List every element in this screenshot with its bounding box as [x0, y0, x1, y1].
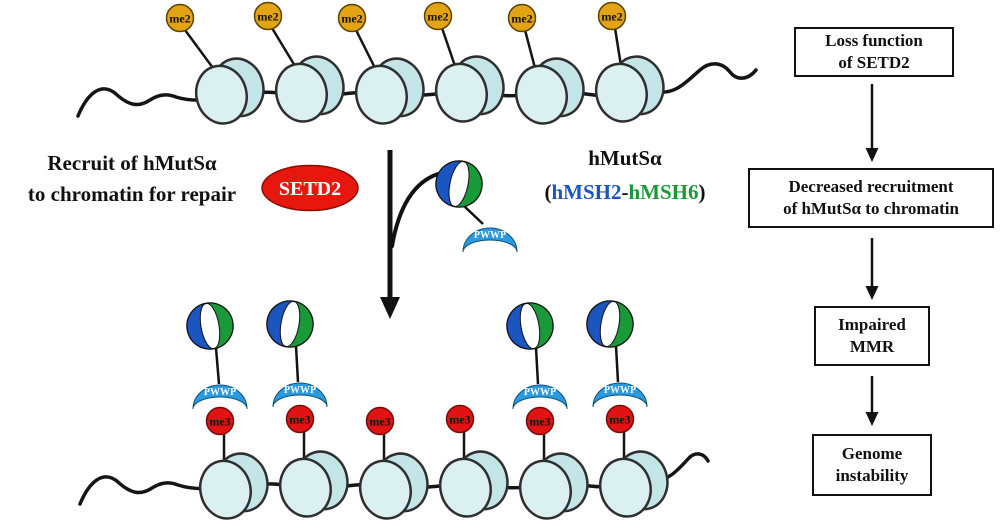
flowchart-box-impaired-mmr: Impaired MMR	[814, 306, 930, 366]
histone-tail	[183, 29, 215, 69]
me3-label: me3	[449, 413, 470, 427]
complex-linker	[214, 347, 221, 385]
nucleosome	[188, 51, 272, 131]
nucleosome	[192, 446, 276, 521]
pwwp-label: PWWP	[204, 387, 236, 398]
me3-label: me3	[209, 415, 230, 429]
hmutsa-sphere	[430, 155, 488, 213]
flowchart-box-line: Genome	[841, 443, 903, 463]
flowchart-box-line: Impaired	[838, 314, 906, 334]
nucleosome	[428, 49, 512, 129]
pwwp-label: PWWP	[604, 385, 636, 396]
recruit-caption-line2: to chromatin for repair	[27, 182, 237, 206]
flowchart-box-decreased-recruitment: Decreased recruitment of hMutSα to chrom…	[748, 168, 994, 228]
flowchart-box-genome-instability: Genome instability	[812, 434, 932, 496]
recruit-caption-line1: Recruit of hMutSα	[47, 151, 217, 175]
flowchart-box-line: MMR	[849, 337, 895, 356]
flowchart-box-line: of hMutSα to chromatin	[783, 199, 959, 218]
flowchart-box-line: of SETD2	[838, 53, 910, 72]
bound-hmutsa-complex: PWWP	[582, 296, 648, 408]
hmutsa-sphere	[262, 296, 318, 352]
paren-close: )	[698, 180, 706, 204]
bound-hmutsa-complex: PWWP	[182, 298, 248, 410]
bound-hmutsa-complex: PWWP	[262, 296, 328, 408]
recruit-caption: Recruit of hMutSα to chromatin for repai…	[4, 148, 260, 210]
complex-linker	[294, 345, 300, 383]
me3-label: me3	[289, 413, 310, 427]
me2-tails	[183, 27, 623, 69]
hmsh2-label: hMSH2	[551, 180, 622, 204]
flowchart-box-loss-setd2: Loss function of SETD2	[794, 27, 954, 77]
pwwp-label: PWWP	[524, 387, 556, 398]
nucleosome	[272, 444, 356, 521]
nucleosome	[588, 49, 672, 129]
nucleosome	[508, 51, 592, 131]
me2-label: me2	[169, 12, 190, 26]
nucleosome	[348, 51, 432, 131]
me3-label: me3	[609, 413, 630, 427]
hmutsa-sphere	[502, 298, 558, 354]
hmutsa-subunits-label: (hMSH2-hMSH6)	[518, 180, 732, 205]
dna-strand-top	[76, 62, 758, 118]
me2-label: me2	[601, 10, 622, 24]
dash: -	[621, 180, 629, 204]
pwwp-label: PWWP	[474, 230, 506, 241]
nucleosome	[432, 444, 516, 521]
me3-label: me3	[529, 415, 550, 429]
bound-hmutsa-complex: PWWP	[502, 298, 568, 410]
flowchart-box-line: Decreased recruitment	[788, 176, 954, 196]
setd2-ellipse	[261, 164, 359, 212]
histone-tail	[354, 29, 377, 69]
histone-tail	[270, 27, 297, 67]
me2-label: me2	[511, 12, 532, 26]
nucleosome	[352, 446, 436, 521]
flowchart-box-line: instability	[835, 466, 909, 485]
complex-linker	[534, 347, 540, 385]
setd2-label: SETD2	[279, 178, 341, 200]
histone-tail	[613, 27, 623, 67]
histone-tail	[523, 29, 537, 69]
flowchart-box-line: Loss function	[825, 30, 923, 50]
nucleosome	[268, 49, 352, 129]
paren-open: (	[544, 180, 552, 204]
me3-tails	[222, 430, 626, 462]
me2-label: me2	[257, 10, 278, 24]
me3-label: me3	[369, 415, 390, 429]
recruitment-curve	[390, 172, 440, 248]
me2-label: me2	[341, 12, 362, 26]
complex-linker	[463, 205, 484, 225]
pwwp-label: PWWP	[284, 385, 316, 396]
complex-linker	[614, 345, 620, 383]
nucleosome	[592, 444, 676, 521]
nucleosome	[512, 446, 596, 521]
free-hmutsa-complex: PWWP	[430, 155, 518, 253]
hmutsa-title: hMutSα	[588, 146, 662, 170]
hmsh6-label: hMSH6	[628, 180, 699, 204]
me2-label: me2	[427, 10, 448, 24]
hmutsa-sphere	[182, 298, 238, 354]
histone-tail	[440, 27, 457, 67]
hmutsa-sphere	[582, 296, 638, 352]
